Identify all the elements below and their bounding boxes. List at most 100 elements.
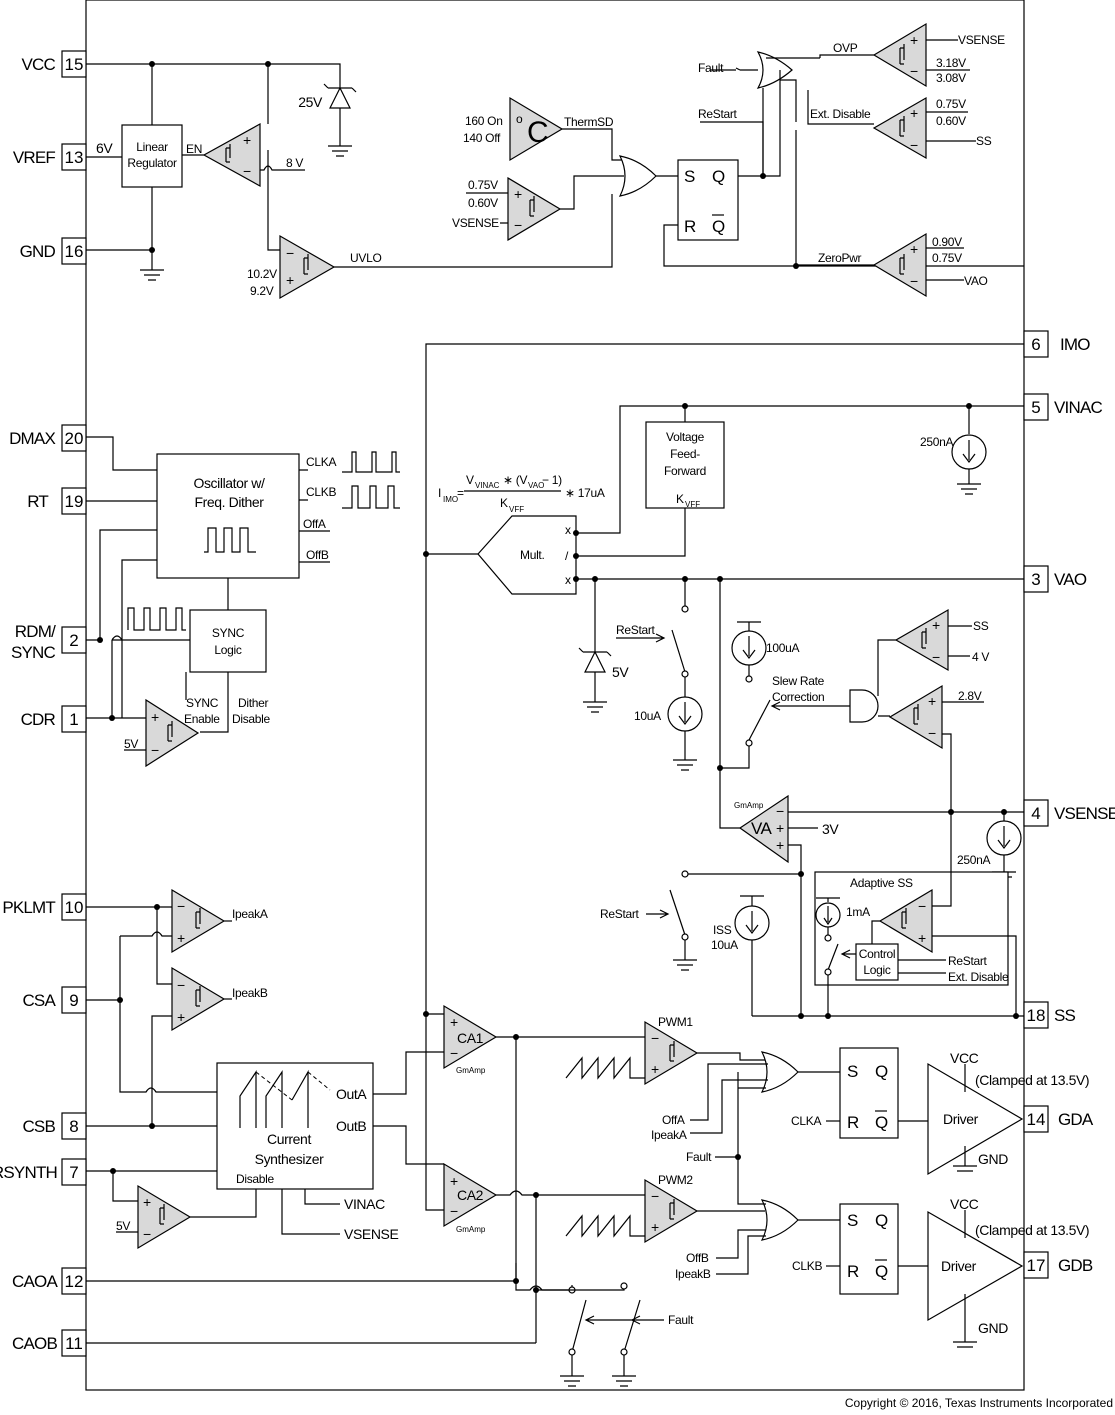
qbar-label: Q <box>875 1262 888 1281</box>
q-label: Q <box>875 1062 888 1081</box>
pin-name: RSYNTH <box>0 1163 57 1182</box>
or-gate-top <box>618 155 678 197</box>
restart-net: ReStart <box>698 107 764 175</box>
pwm2-label: PWM2 <box>658 1173 693 1187</box>
multiplier-formula: I IMO = V VINAC ∗ (V VAO − 1) K VFF ∗ 17… <box>438 473 605 514</box>
dither-disable-2: Disable <box>232 712 271 726</box>
plus-sign: + <box>776 820 784 836</box>
q-label: Q <box>875 1211 888 1230</box>
minus-sign: − <box>910 63 918 79</box>
driver-label: Driver <box>941 1258 977 1274</box>
iss-label-2: 10uA <box>711 938 738 952</box>
minus-sign: − <box>243 163 251 179</box>
formula-imo-sub: IMO <box>443 495 458 504</box>
minus-sign: − <box>776 803 784 819</box>
therm-off: 140 Off <box>463 131 501 145</box>
pin-number: 8 <box>69 1117 78 1136</box>
slew-rate-switch: Slew Rate Correction <box>717 674 830 771</box>
ref-318: 3.18V <box>936 56 966 70</box>
fault-switches: Fault <box>536 1282 694 1387</box>
mult-label: Mult. <box>520 548 545 562</box>
adaptive-ss-block: Adaptive SS 1mA Control Logic ReStart Ex… <box>814 812 1017 1014</box>
driver-a: Driver VCC (Clamped at 13.5V) GND <box>927 1050 1090 1176</box>
uvlo-lo: 9.2V <box>250 284 274 298</box>
slew-label-2: Correction <box>772 690 824 704</box>
ipeakb-comparator: − + IpeakB <box>156 907 268 1032</box>
formula-vff-sub: VFF <box>509 505 524 514</box>
fault-label: Fault <box>686 1150 712 1164</box>
ca1-amplifier: + − CA1 GmAmp <box>443 1004 645 1281</box>
ss-label: SS <box>976 134 992 148</box>
vao-label: VAO <box>964 274 988 288</box>
pin-gnd: GND 16 <box>20 237 87 265</box>
uvlo-hi: 10.2V <box>247 267 277 281</box>
slew-and-gate <box>830 639 896 723</box>
pin-number: 12 <box>65 1272 84 1291</box>
zener-label: 25V <box>298 94 323 110</box>
pin-rsynth: RSYNTH 7 <box>0 1158 87 1186</box>
pin-cdr: CDR 1 <box>21 705 87 733</box>
pin-rdm-sync: RDM/ SYNC 2 <box>11 622 87 662</box>
sr-latch-b: S Q R Q CLKB <box>792 1203 928 1295</box>
plus-sign: + <box>651 1219 659 1235</box>
ref-5v: 5V <box>124 737 138 751</box>
ext-disable-label: Ext. Disable <box>810 107 871 121</box>
plus-sign: + <box>651 1061 659 1077</box>
pin-name: GND <box>20 242 56 261</box>
pwm1-label: PWM1 <box>658 1015 693 1029</box>
minus-sign: − <box>651 1188 659 1204</box>
i250-label: 250nA <box>920 435 953 449</box>
control-logic-2: Logic <box>863 963 890 977</box>
mult-x2: x <box>565 573 571 587</box>
ref-090: 0.90V <box>932 235 962 249</box>
pin-name: SS <box>1054 1006 1076 1025</box>
pin-dmax: DMAX 20 <box>9 424 87 452</box>
pin-vcc: VCC 15 <box>22 50 87 78</box>
plus-sign: + <box>910 241 918 257</box>
control-logic-1: Control <box>859 947 896 961</box>
driver-label: Driver <box>943 1111 979 1127</box>
vsense-label: VSENSE <box>344 1226 398 1242</box>
mult-x1: x <box>565 523 571 537</box>
vsense-uv-comparator: + − 0.75V 0.60V VSENSE <box>452 175 624 242</box>
pin-vao: 3 VAO <box>1023 565 1088 593</box>
minus-sign: − <box>651 1030 659 1046</box>
pin-name: VINAC <box>1054 398 1102 417</box>
i100-label: 100uA <box>766 641 799 655</box>
formula-vao-sub: VAO <box>528 481 544 490</box>
dither-disable-1: Dither <box>238 696 269 710</box>
formula-vinac-sub: VINAC <box>475 481 500 490</box>
thermal-sensor: C o 160 On 140 Off ThermSD <box>463 96 624 162</box>
plus-sign: + <box>243 132 251 148</box>
pin-number: 15 <box>65 55 84 74</box>
plus-sign: + <box>514 186 522 202</box>
plus-sign: + <box>918 930 926 946</box>
pin-name: CSB <box>22 1117 55 1136</box>
ref-075: 0.75V <box>932 251 962 265</box>
ovp-label: OVP <box>833 41 858 55</box>
outb-label: OutB <box>336 1118 366 1134</box>
minus-sign: − <box>151 742 159 758</box>
kff-sub: VFF <box>685 500 700 509</box>
s-label: S <box>847 1211 858 1230</box>
therm-on: 160 On <box>465 114 503 128</box>
rsynth-comparator: + − 5V <box>86 1168 257 1250</box>
multiplier-block: Mult. x / x <box>477 515 579 595</box>
vsense-28v-comparator: + − 2.8V <box>888 684 984 812</box>
sync-enable-2: Enable <box>184 712 220 726</box>
current-source-250na-bottom: 250nA <box>957 812 1022 883</box>
pin-number: 14 <box>1027 1110 1046 1129</box>
zeropwr-label: ZeroPwr <box>818 251 862 265</box>
ref-28v: 2.8V <box>958 689 982 703</box>
plus-sign: + <box>450 1014 458 1030</box>
minus-sign: − <box>143 1226 151 1242</box>
formula-minus-one: − 1) <box>542 473 562 487</box>
sr-latch-top: S Q R Q <box>663 159 1024 267</box>
ss-label: SS <box>973 619 989 633</box>
osc-label-2: Freq. Dither <box>194 494 264 510</box>
vinac-net <box>576 403 1024 534</box>
regulator-label-1: Linear <box>136 140 168 154</box>
sr-latch-a: S Q R Q CLKA <box>791 1047 928 1139</box>
pin-name-2: SYNC <box>11 643 56 662</box>
ref-075: 0.75V <box>468 178 498 192</box>
